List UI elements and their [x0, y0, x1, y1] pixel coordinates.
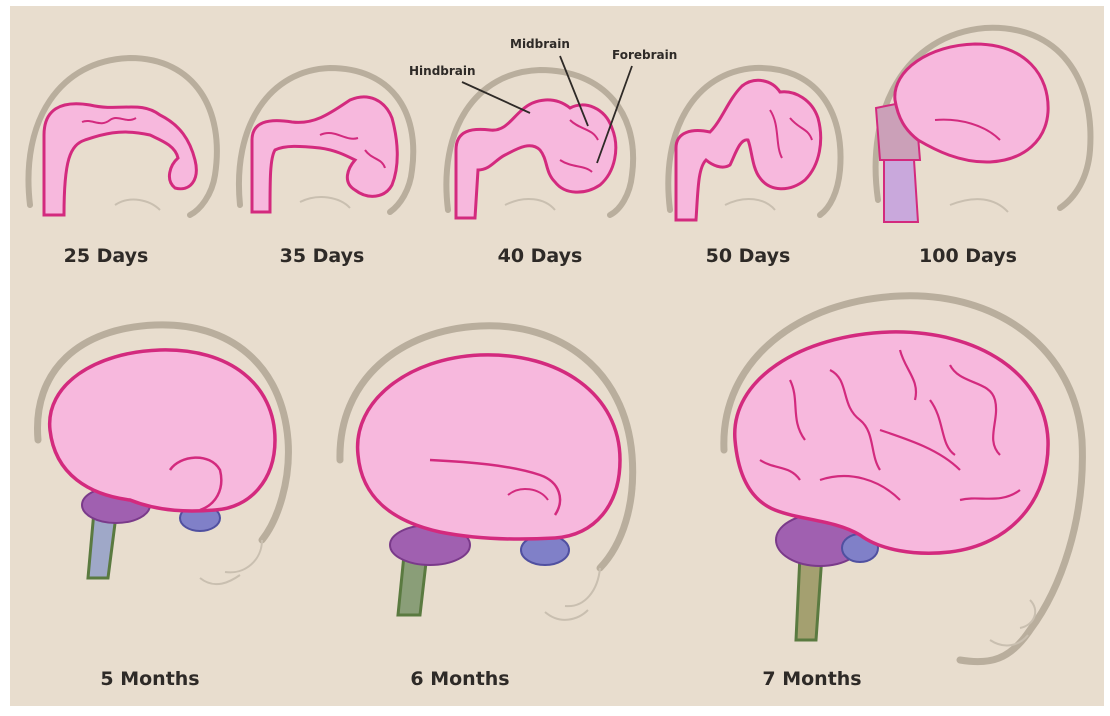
stage-label-40-days: 40 Days — [498, 245, 583, 267]
stage-label-7-months: 7 Months — [762, 668, 861, 690]
spinal-cord — [796, 555, 822, 640]
stage-label-35-days: 35 Days — [280, 245, 365, 267]
stage-label-6-months: 6 Months — [410, 668, 509, 690]
stage-label-50-days: 50 Days — [706, 245, 791, 267]
spinal-segment — [884, 160, 918, 222]
stage-label-5-months: 5 Months — [100, 668, 199, 690]
brain-cortex — [358, 355, 620, 539]
forebrain-label: Forebrain — [612, 48, 677, 62]
hindbrain-label: Hindbrain — [409, 64, 476, 78]
stage-label-25-days: 25 Days — [64, 245, 149, 267]
stage-label-100-days: 100 Days — [919, 245, 1017, 267]
midbrain-label: Midbrain — [510, 37, 570, 51]
